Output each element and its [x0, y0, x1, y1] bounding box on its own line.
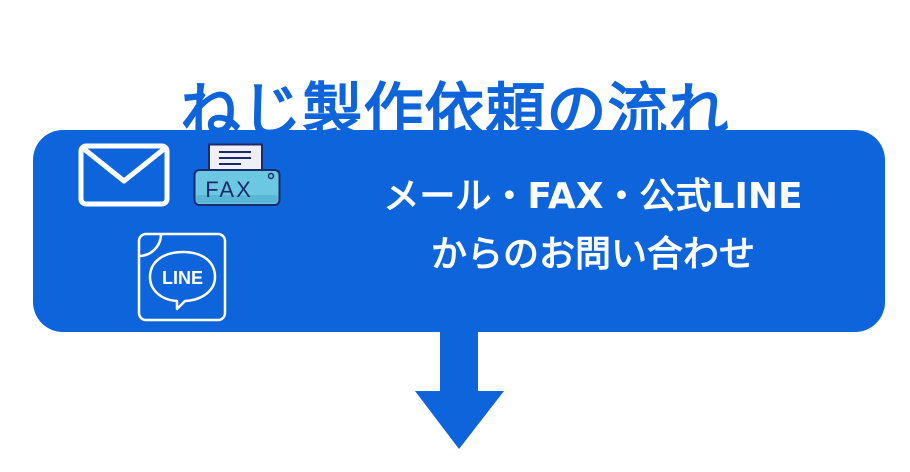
- mail-icon: [78, 143, 170, 207]
- line-icon: LINE: [137, 232, 227, 322]
- line-icon-label: LINE: [162, 268, 203, 288]
- fax-icon-label: FAX: [205, 177, 253, 202]
- step-inquiry: FAX LINE メール・FAX・公式LINE からのお問い合わせ: [33, 130, 885, 332]
- arrow-down-icon: [415, 332, 504, 449]
- step-line-1: メール・FAX・公式LINE: [383, 176, 803, 217]
- step-description: メール・FAX・公式LINE からのお問い合わせ: [333, 168, 853, 284]
- step-line-2: からのお問い合わせ: [430, 234, 755, 275]
- fax-icon: FAX: [193, 143, 281, 206]
